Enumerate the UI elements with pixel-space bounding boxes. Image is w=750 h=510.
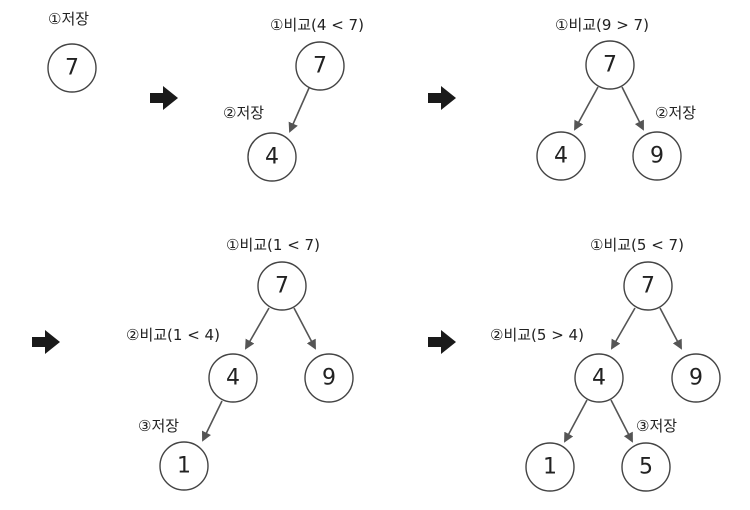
panel-5-node-1: 1: [525, 442, 575, 492]
panel-5-node-4-value: 4: [592, 366, 606, 391]
step-arrow-4: [428, 330, 456, 354]
panel-5-label-compare-root: ①비교(5 < 7): [590, 236, 684, 254]
panel-5-node-5-value: 5: [639, 455, 653, 480]
panel-3-node-4-value: 4: [554, 144, 568, 169]
panel-3-edge-7-4: [574, 86, 599, 131]
panel-3-node-9: 9: [632, 131, 682, 181]
panel-2-node-7: 7: [295, 41, 345, 91]
panel-4-node-4-value: 4: [226, 366, 240, 391]
panel-4-node-7-value: 7: [275, 274, 289, 299]
panel-5-node-1-value: 1: [543, 455, 557, 480]
panel-4-node-1: 1: [159, 441, 209, 491]
panel-4-edge-4-1: [202, 400, 223, 442]
panel-2-node-4-value: 4: [265, 145, 279, 170]
panel-4-node-9: 9: [304, 353, 354, 403]
panel-3-edge-7-9: [621, 86, 644, 131]
step-arrow-1: [150, 86, 178, 110]
panel-5-edge-7-4: [611, 307, 636, 350]
panel-3-node-4: 4: [536, 131, 586, 181]
panel-2-label-store: ②저장: [223, 104, 264, 122]
panel-4-edge-7-4: [245, 307, 270, 350]
step-arrow-3: [32, 330, 60, 354]
panel-4-label-compare-root: ①비교(1 < 7): [226, 236, 320, 254]
panel-5-label-store: ③저장: [636, 417, 677, 435]
panel-4-node-7: 7: [257, 261, 307, 311]
panel-2-node-7-value: 7: [313, 54, 327, 79]
panel-1: ①저장 7: [47, 10, 97, 93]
panel-5: ①비교(5 < 7) ②비교(5 > 4) ③저장 7 4 9 1: [490, 236, 721, 492]
panel-5-edge-7-9: [659, 307, 682, 350]
panel-2: ①비교(4 < 7) ②저장 7 4: [223, 16, 364, 182]
panel-1-node-7-value: 7: [65, 56, 79, 81]
panel-5-edge-4-1: [564, 399, 588, 443]
panel-4-node-4: 4: [208, 353, 258, 403]
step-arrow-2: [428, 86, 456, 110]
panel-5-node-9-value: 9: [689, 366, 703, 391]
panel-2-label-compare: ①비교(4 < 7): [270, 16, 364, 34]
panel-5-edge-4-5: [610, 399, 633, 443]
panel-5-node-5: 5: [621, 442, 671, 492]
panel-1-node-7: 7: [47, 43, 97, 93]
panel-2-edge-7-4: [288, 87, 310, 133]
panel-4-label-compare-child: ②비교(1 < 4): [126, 326, 220, 344]
panel-4-node-9-value: 9: [322, 366, 336, 391]
panel-5-node-7-value: 7: [641, 274, 655, 299]
panel-1-label-store: ①저장: [48, 10, 89, 28]
panel-3-node-7-value: 7: [603, 53, 617, 78]
panel-2-node-4: 4: [247, 132, 297, 182]
panel-4-edge-7-9: [293, 307, 316, 350]
panel-4: ①비교(1 < 7) ②비교(1 < 4) ③저장 7 4 9 1: [126, 236, 354, 491]
panel-5-node-7: 7: [623, 261, 673, 311]
panel-3: ①비교(9 > 7) ②저장 7 4 9: [536, 16, 696, 181]
panel-4-label-store: ③저장: [138, 417, 179, 435]
panel-3-label-store: ②저장: [655, 104, 696, 122]
panel-3-node-9-value: 9: [650, 144, 664, 169]
panel-4-node-1-value: 1: [177, 454, 191, 479]
panel-3-label-compare: ①비교(9 > 7): [555, 16, 649, 34]
panel-5-node-4: 4: [574, 353, 624, 403]
panel-5-label-compare-child: ②비교(5 > 4): [490, 326, 584, 344]
panel-3-node-7: 7: [585, 40, 635, 90]
panel-5-node-9: 9: [671, 353, 721, 403]
